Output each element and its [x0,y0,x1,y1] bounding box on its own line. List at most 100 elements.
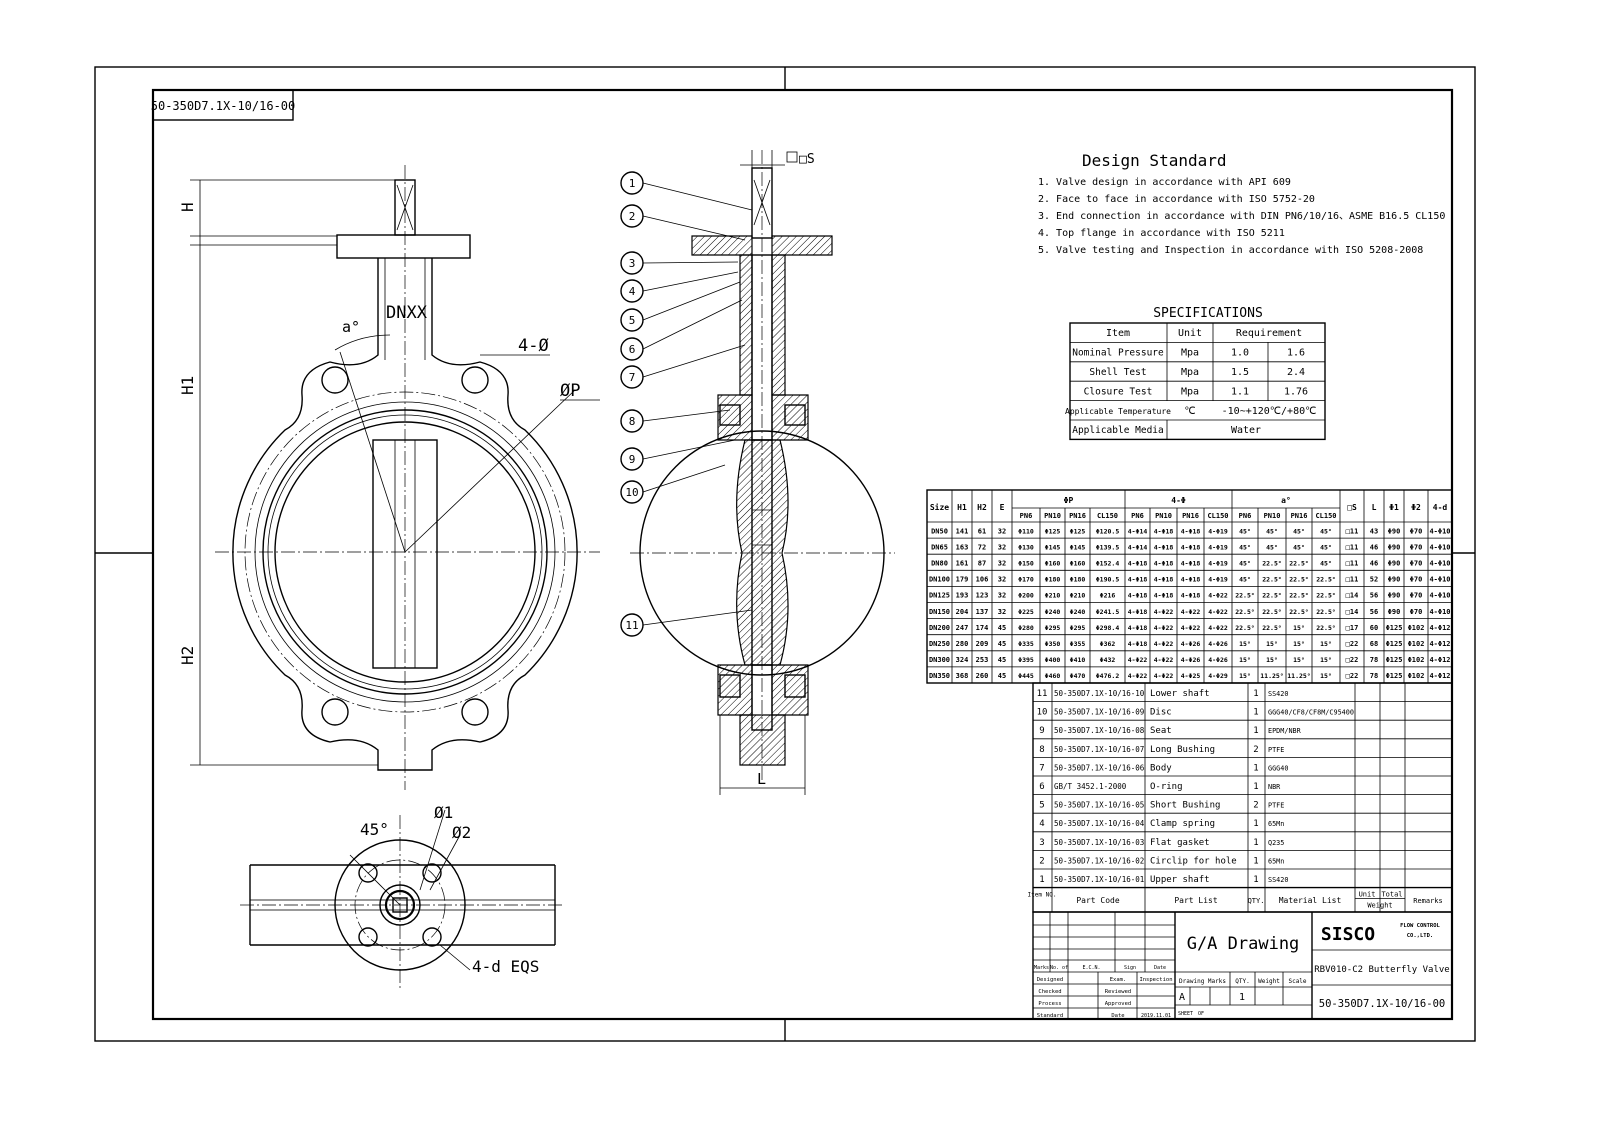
company-subtitle: FLOW CONTROL [1400,923,1440,929]
dim-cell: 45° [1293,543,1305,551]
dim-cell: 4-Φ18 [1181,559,1201,567]
dim-cell: 45 [998,656,1006,664]
section-view: □S L [630,150,895,795]
dim-cell: 22.5° [1262,608,1282,616]
callout-number: 9 [629,453,636,466]
parts-header: Total [1381,891,1402,899]
spec-value: 1.5 [1231,367,1249,378]
dim-cell: 32 [998,576,1006,584]
dim-cell: 22.5° [1235,624,1255,632]
dim-cell: 56 [1370,608,1378,616]
drawing-mark-value: A [1179,992,1185,1003]
drawing-number-tag-text: 50-350D7.1X-10/16-00 [151,99,296,113]
parts-header: Item NO. [1028,892,1057,899]
dim-cell: 22.5° [1289,592,1309,600]
pcd-label: ØP [560,381,580,401]
part-name: Long Bushing [1150,745,1215,755]
dim-cell: Φ355 [1070,640,1086,648]
dim-cell: 4-Φ22 [1128,672,1148,680]
square-s-label: □S [799,152,815,167]
dim-cell: 22.5° [1262,624,1282,632]
part-name: O-ring [1150,782,1183,792]
dim-cell: □14 [1346,608,1359,616]
dim-cell: 4-Φ10 [1429,608,1450,616]
dim-cell: Φ70 [1410,592,1423,600]
spec-header: Item [1106,328,1130,339]
dim-cell: 174 [976,624,989,632]
inspection-label: Inspection [1139,977,1172,983]
dim-cell: Φ102 [1408,640,1425,648]
part-material: 65Mn [1268,820,1284,828]
dim-cell: Φ280 [1018,624,1034,632]
design-standard-item: 3. End connection in accordance with DIN… [1038,211,1445,222]
spec-value: 1.76 [1284,386,1308,397]
dim-cell: 45 [998,640,1006,648]
callout-number: 8 [629,415,636,428]
dim-cell: Φ460 [1045,672,1061,680]
dim-cell: □11 [1346,559,1359,567]
dim-cell: Φ190.5 [1096,576,1120,584]
callout-number: 1 [629,177,636,190]
design-standard-item: 2. Face to face in accordance with ISO 5… [1038,194,1315,205]
dim-cell: 45° [1239,576,1251,584]
part-name: Body [1150,763,1172,773]
part-material: EPDM/NBR [1268,727,1302,735]
dim-cell: 45° [1320,559,1332,567]
dim-cell: 22.5° [1262,559,1282,567]
parts-header: Material List [1279,896,1342,905]
dim-subheader: PN16 [1291,512,1308,520]
dim-cell: DN50 [931,527,948,535]
dim-cell: Φ160 [1070,559,1086,567]
dim-cell: 22.5° [1289,559,1309,567]
part-code: 50-350D7.1X-10/16-05 [1054,801,1144,810]
dim-cell: 4-Φ10 [1429,543,1450,551]
dim-cell: Φ90 [1388,608,1401,616]
dim-cell: 45 [998,624,1006,632]
dim-cell: Φ90 [1388,543,1401,551]
callout-balloon [620,409,644,433]
part-material: 65Mn [1268,857,1284,865]
part-code: 50-350D7.1X-10/16-09 [1054,708,1144,717]
dim-cell: Φ395 [1018,656,1034,664]
dim-h1-label: H1 [178,376,197,395]
d1-label: Ø1 [434,803,453,822]
dim-subheader: PN16 [1182,512,1199,520]
dim-cell: Φ90 [1388,527,1401,535]
part-item-no: 11 [1037,689,1048,699]
parts-header: Unit [1359,891,1376,899]
dim-cell: Φ476.2 [1096,672,1120,680]
parts-header: Remarks [1413,897,1443,905]
dim-subheader: CL150 [1207,512,1228,520]
part-name: Flat gasket [1150,838,1210,848]
dim-cell: 123 [976,592,989,600]
dim-cell: 204 [956,608,969,616]
dim-subheader: PN10 [1155,512,1172,520]
dim-cell: 22.5° [1262,576,1282,584]
dim-cell: 32 [998,527,1006,535]
dim-cell: 4-Φ22 [1208,592,1228,600]
parts-header: Part Code [1076,896,1120,905]
dim-cell: 161 [956,559,969,567]
dim-cell: Φ200 [1018,592,1034,600]
spec-value: -10~+120℃/+80℃ [1222,406,1317,417]
part-qty: 1 [1253,819,1258,829]
dim-cell: □11 [1346,527,1359,535]
dim-cell: 87 [978,559,986,567]
approval-label: Date [1111,1013,1124,1019]
part-code: 50-350D7.1X-10/16-02 [1054,856,1144,865]
leader-line [642,439,736,460]
leader-line [642,609,753,626]
dim-header: L [1372,503,1377,512]
approval-label: Reviewed [1105,989,1132,995]
part-code: GB/T 3452.1-2000 [1054,782,1127,791]
spec-value: 1.1 [1231,386,1249,397]
spec-header: Unit [1178,328,1202,339]
callout-balloon [620,337,644,361]
part-item-no: 9 [1039,726,1044,736]
part-item-no: 3 [1039,838,1044,848]
dim-cell: 4-Φ18 [1154,527,1174,535]
dim-cell: 4-Φ22 [1128,656,1148,664]
sheet-label: SHEET [1178,1011,1193,1017]
dim-cell: Φ125 [1386,656,1403,664]
